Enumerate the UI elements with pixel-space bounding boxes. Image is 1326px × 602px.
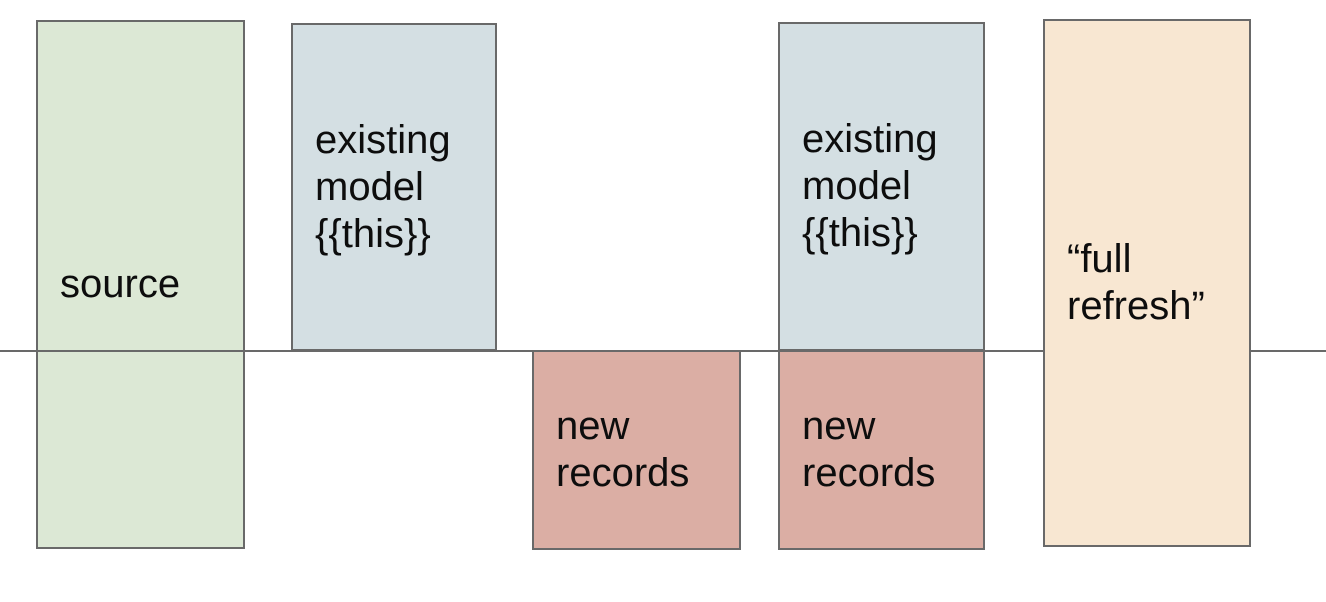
full-refresh-box-label: “full refresh” [1067, 237, 1205, 328]
new-records-box-1: new records [532, 350, 741, 550]
existing-model-box-2-label: existing model {{this}} [802, 117, 938, 255]
new-records-box-1-label: new records [556, 404, 690, 495]
existing-model-box-2: existing model {{this}} [778, 22, 985, 351]
full-refresh-box: “full refresh” [1043, 19, 1251, 547]
horizontal-boundary-line [0, 350, 1326, 352]
new-records-box-2-label: new records [802, 403, 936, 495]
new-records-box-2: new records [778, 349, 985, 550]
source-box-label: source [60, 262, 181, 306]
existing-model-box-1: existing model {{this}} [291, 23, 497, 351]
source-box: source [36, 20, 245, 549]
existing-model-box-1-label: existing model {{this}} [315, 117, 451, 256]
